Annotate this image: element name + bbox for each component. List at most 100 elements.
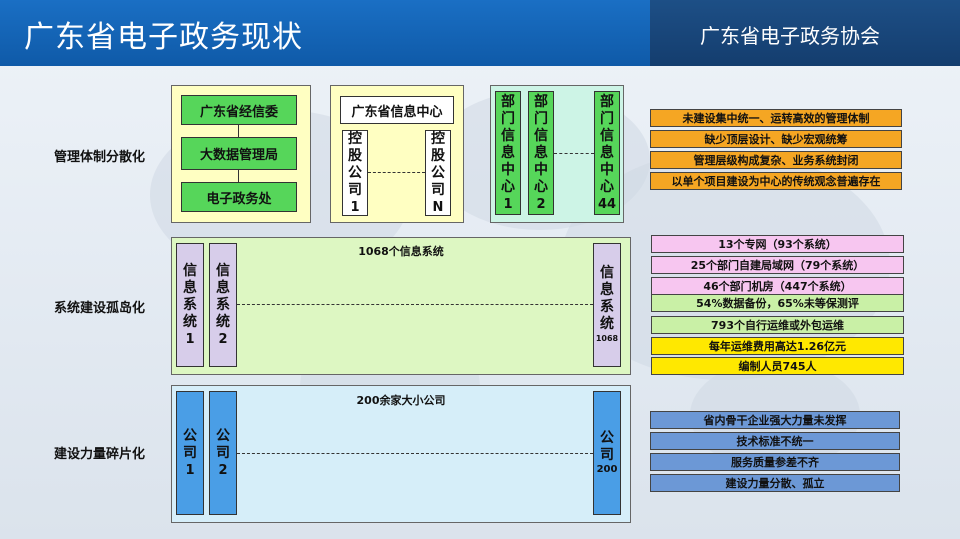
companies-panel-title: 200余家大小公司 bbox=[356, 394, 446, 407]
dept1-char-6: 心 bbox=[501, 178, 515, 195]
holding-first-char-1: 控 bbox=[348, 130, 362, 147]
dept-center-1: 部 门 信 息 中 心 1 bbox=[495, 91, 521, 215]
hierarchy-box-3: 电子政务处 bbox=[181, 182, 297, 212]
systems-panel bbox=[171, 237, 631, 375]
systems-fact-2: 25个部门自建局域网（79个系统） bbox=[651, 256, 904, 274]
dept1-number: 1 bbox=[503, 196, 513, 212]
dept2-char-3: 信 bbox=[534, 127, 548, 144]
sys1068-char-3: 系 bbox=[600, 299, 614, 315]
systems-connector bbox=[237, 304, 593, 305]
company2-char-2: 司 bbox=[216, 444, 230, 461]
construction-issue-2: 技术标准不统一 bbox=[650, 432, 900, 450]
holding-last-char-2: 股 bbox=[431, 147, 445, 164]
dept2-char-6: 心 bbox=[534, 178, 548, 195]
dept44-char-3: 信 bbox=[600, 127, 614, 144]
companies-panel bbox=[171, 385, 631, 523]
construction-issue-3: 服务质量参差不齐 bbox=[650, 453, 900, 471]
dept1-char-1: 部 bbox=[501, 93, 515, 110]
company2-char-1: 公 bbox=[216, 427, 230, 444]
holding-first-char-3: 公 bbox=[348, 164, 362, 181]
header-bar: 广东省电子政务现状 广东省电子政务协会 bbox=[0, 0, 960, 66]
dept2-char-5: 中 bbox=[534, 161, 548, 178]
dept1-char-2: 门 bbox=[501, 110, 515, 127]
systems-fact-3: 46个部门机房（447个系统） bbox=[651, 277, 904, 295]
sys1068-char-2: 息 bbox=[600, 282, 614, 298]
companies-connector bbox=[237, 453, 593, 454]
dept44-char-5: 中 bbox=[600, 161, 614, 178]
sys1068-number: 1068 bbox=[595, 334, 619, 343]
sys2-char-4: 统 bbox=[216, 313, 230, 330]
sys1068-char-1: 信 bbox=[600, 265, 614, 281]
dept2-char-4: 息 bbox=[534, 144, 548, 161]
company-2: 公 司 2 bbox=[209, 391, 237, 515]
company1-char-1: 公 bbox=[183, 427, 197, 444]
holding-last-number: N bbox=[432, 199, 444, 215]
dept44-char-4: 息 bbox=[600, 144, 614, 161]
info-system-1068: 信 息 系 统 1068 bbox=[593, 243, 621, 367]
management-issue-1: 未建设集中统一、运转高效的管理体制 bbox=[650, 109, 902, 127]
sys2-number: 2 bbox=[218, 331, 228, 347]
sys2-char-3: 系 bbox=[216, 296, 230, 313]
systems-fact-5: 793个自行运维或外包运维 bbox=[651, 316, 904, 334]
construction-issue-1: 省内骨干企业强大力量未发挥 bbox=[650, 411, 900, 429]
sys1-char-4: 统 bbox=[183, 313, 197, 330]
dept-connector bbox=[554, 153, 594, 154]
management-issue-2: 缺少顶层设计、缺少宏观统筹 bbox=[650, 130, 902, 148]
dept-center-2: 部 门 信 息 中 心 2 bbox=[528, 91, 554, 215]
holding-company-last: 控 股 公 司 N bbox=[425, 130, 451, 216]
company200-number: 200 bbox=[596, 464, 618, 475]
company200-char-2: 司 bbox=[600, 447, 614, 463]
dept44-char-6: 心 bbox=[600, 178, 614, 195]
company2-number: 2 bbox=[218, 462, 228, 478]
dept2-char-2: 门 bbox=[534, 110, 548, 127]
systems-panel-title: 1068个信息系统 bbox=[358, 245, 444, 258]
systems-fact-7: 编制人员745人 bbox=[651, 357, 904, 375]
hierarchy-box-2: 大数据管理局 bbox=[181, 137, 297, 170]
dept2-char-1: 部 bbox=[534, 93, 548, 110]
sys1-char-2: 息 bbox=[183, 279, 197, 296]
sys2-char-2: 息 bbox=[216, 279, 230, 296]
holding-first-char-2: 股 bbox=[348, 147, 362, 164]
row-label-construction: 建设力量碎片化 bbox=[54, 447, 146, 462]
construction-issue-4: 建设力量分散、孤立 bbox=[650, 474, 900, 492]
systems-fact-1: 13个专网（93个系统） bbox=[651, 235, 904, 253]
row-label-systems: 系统建设孤岛化 bbox=[54, 301, 146, 316]
hierarchy-box-1: 广东省经信委 bbox=[181, 95, 297, 125]
holding-last-char-3: 公 bbox=[431, 164, 445, 181]
company-1: 公 司 1 bbox=[176, 391, 204, 515]
company-200: 公 司 200 bbox=[593, 391, 621, 515]
hierarchy-connector-2 bbox=[238, 170, 239, 182]
sys2-char-1: 信 bbox=[216, 262, 230, 279]
sys1068-char-4: 统 bbox=[600, 316, 614, 332]
page-title: 广东省电子政务现状 bbox=[24, 20, 303, 55]
dept2-number: 2 bbox=[536, 196, 546, 212]
holding-last-char-1: 控 bbox=[431, 130, 445, 147]
row-label-management: 管理体制分散化 bbox=[54, 150, 146, 165]
management-issue-3: 管理层级构成复杂、业务系统封闭 bbox=[650, 151, 902, 169]
holding-company-first: 控 股 公 司 1 bbox=[342, 130, 368, 216]
hierarchy-connector-1 bbox=[238, 125, 239, 137]
company1-number: 1 bbox=[185, 462, 195, 478]
dept-center-44: 部 门 信 息 中 心 44 bbox=[594, 91, 620, 215]
holding-connector bbox=[368, 172, 425, 173]
dept44-char-1: 部 bbox=[600, 93, 614, 110]
holding-first-char-4: 司 bbox=[348, 181, 362, 198]
systems-fact-4: 54%数据备份，65%未等保测评 bbox=[651, 294, 904, 312]
dept1-char-3: 信 bbox=[501, 127, 515, 144]
info-center-title: 广东省信息中心 bbox=[340, 96, 454, 124]
holding-last-char-4: 司 bbox=[431, 181, 445, 198]
sys1-char-3: 系 bbox=[183, 296, 197, 313]
dept1-char-5: 中 bbox=[501, 161, 515, 178]
dept44-number: 44 bbox=[597, 196, 617, 212]
info-system-2: 信 息 系 统 2 bbox=[209, 243, 237, 367]
org-name: 广东省电子政务协会 bbox=[700, 24, 880, 48]
management-issue-4: 以单个项目建设为中心的传统观念普遍存在 bbox=[650, 172, 902, 190]
holding-first-number: 1 bbox=[350, 199, 360, 215]
dept44-char-2: 门 bbox=[600, 110, 614, 127]
sys1-number: 1 bbox=[185, 331, 195, 347]
company200-char-1: 公 bbox=[600, 430, 614, 446]
info-system-1: 信 息 系 统 1 bbox=[176, 243, 204, 367]
header-org-panel bbox=[650, 0, 960, 66]
sys1-char-1: 信 bbox=[183, 262, 197, 279]
company1-char-2: 司 bbox=[183, 444, 197, 461]
